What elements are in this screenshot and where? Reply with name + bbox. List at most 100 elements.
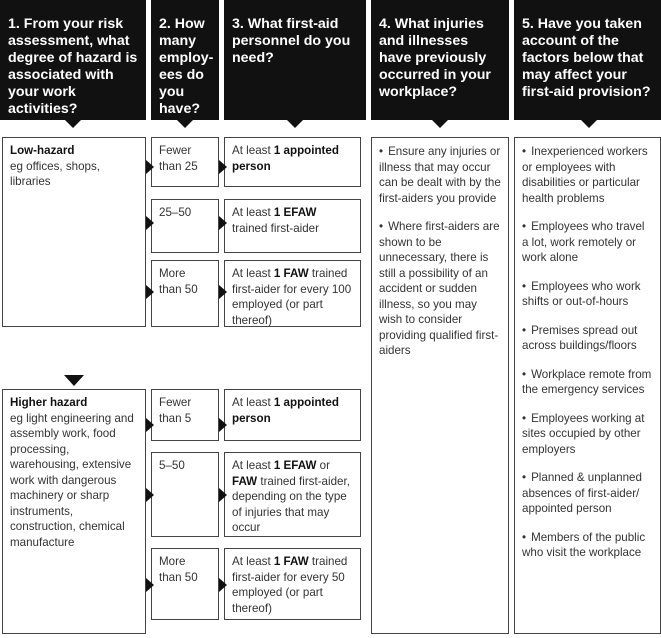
injury-item: •Where first-aiders are shown to be unne…: [379, 219, 501, 359]
low-hazard-desc: eg offices, shops, libraries: [10, 159, 101, 189]
factors-box: •Inexperienced workers or employees with…: [514, 137, 661, 634]
personnel-bold: FAW: [232, 474, 258, 488]
injury-text: Where first-aiders are shown to be unnec…: [379, 220, 500, 357]
employees-text: 25–50: [159, 206, 192, 219]
personnel-text: trained first-aider for every 50 employe…: [232, 555, 348, 615]
factor-item: •Employees who travel a lot, work remote…: [522, 219, 653, 266]
personnel-text: At least: [232, 555, 274, 568]
factor-item: •Employees working at sites occupied by …: [522, 411, 653, 458]
bullet-icon: •: [522, 323, 527, 337]
header-hazard-arrow: [65, 120, 81, 128]
header-employees-arrow: [177, 120, 193, 128]
personnel-high-1: At least 1 EFAW or FAW trained first-aid…: [224, 452, 361, 537]
personnel-bold: 1 EFAW: [273, 459, 317, 472]
factor-text: Planned & unplanned absences of first-ai…: [522, 471, 642, 515]
injury-item: •Ensure any injuries or illness that may…: [379, 144, 501, 206]
employees-text: Fewer than 25: [159, 144, 198, 173]
header-personnel-text: 3. What first-aid personnel do you need?: [232, 16, 351, 66]
employees-text: More than 50: [159, 267, 198, 296]
header-hazard-text: 1. From your risk assessment, what degre…: [8, 16, 138, 117]
header-injuries-arrow: [432, 120, 448, 128]
personnel-high-0: At least 1 appointed person: [224, 389, 361, 441]
arrow-hazard-high-0: [146, 418, 154, 432]
low-hazard-box: Low-hazard eg offices, shops, libraries: [2, 137, 146, 327]
header-employees-text: 2. How many employ-ees do you have?: [159, 16, 214, 117]
bullet-icon: •: [522, 471, 527, 484]
header-factors-text: 5. Have you taken account of the factors…: [522, 16, 651, 100]
injuries-box: •Ensure any injuries or illness that may…: [371, 137, 509, 634]
factor-text: Employees working at sites occupied by o…: [522, 411, 645, 456]
employees-high-1: 5–50: [151, 452, 219, 537]
higher-hazard-title: Higher hazard: [10, 396, 88, 409]
higher-hazard-desc: eg light engineering and assembly work, …: [10, 411, 134, 549]
personnel-low-1: At least 1 EFAW trained first-aider: [224, 199, 361, 253]
header-personnel-arrow: [287, 120, 303, 128]
header-personnel: 3. What first-aid personnel do you need?: [224, 0, 366, 120]
arrow-hazard-low-0: [146, 160, 154, 174]
factor-item: •Employees who work shifts or out-of-hou…: [522, 279, 653, 310]
employees-high-2: More than 50: [151, 548, 219, 620]
header-injuries-text: 4. What injuries and illnesses have prev…: [379, 16, 491, 100]
arrow-employees-high-1: [219, 488, 227, 502]
personnel-text: At least: [232, 144, 274, 157]
personnel-text: At least: [232, 396, 274, 409]
bullet-icon: •: [522, 220, 527, 233]
factor-text: Employees who work shifts or out-of-hour…: [522, 279, 641, 309]
factor-item: •Workplace remote from the emergency ser…: [522, 367, 653, 398]
header-factors-arrow: [581, 120, 597, 128]
employees-low-0: Fewer than 25: [151, 137, 219, 187]
personnel-bold: 1 FAW: [273, 555, 309, 568]
factor-item: •Inexperienced workers or employees with…: [522, 144, 653, 206]
hazard-down-arrow: [64, 375, 84, 386]
personnel-text: or: [316, 459, 330, 472]
arrow-employees-low-2: [219, 285, 227, 299]
employees-high-0: Fewer than 5: [151, 389, 219, 441]
personnel-high-2: At least 1 FAW trained first-aider for e…: [224, 548, 361, 620]
personnel-text: trained first-aider: [232, 221, 319, 235]
bullet-icon: •: [522, 530, 527, 544]
employees-text: Fewer than 5: [159, 396, 192, 425]
arrow-hazard-high-1: [146, 488, 154, 502]
arrow-hazard-low-1: [146, 216, 154, 230]
factor-text: Inexperienced workers or employees with …: [522, 145, 648, 205]
header-hazard: 1. From your risk assessment, what degre…: [0, 0, 146, 120]
arrow-employees-high-0: [219, 418, 227, 432]
personnel-low-2: At least 1 FAW trained first-aider for e…: [224, 260, 361, 327]
factor-item: •Planned & unplanned absences of first-a…: [522, 470, 653, 517]
personnel-text: At least: [232, 206, 274, 219]
employees-low-2: More than 50: [151, 260, 219, 327]
header-injuries: 4. What injuries and illnesses have prev…: [371, 0, 509, 120]
personnel-bold: 1 appointed person: [232, 144, 339, 173]
arrow-employees-high-2: [219, 578, 227, 592]
arrow-employees-low-0: [219, 160, 227, 174]
employees-text: 5–50: [159, 459, 185, 472]
bullet-icon: •: [522, 279, 527, 293]
employees-text: More than 50: [159, 555, 198, 584]
personnel-bold: 1 EFAW: [273, 206, 317, 219]
personnel-bold: 1 FAW: [273, 267, 309, 280]
personnel-text: At least: [232, 459, 274, 472]
employees-low-1: 25–50: [151, 199, 219, 253]
low-hazard-title: Low-hazard: [10, 144, 75, 157]
bullet-icon: •: [379, 145, 384, 158]
header-factors: 5. Have you taken account of the factors…: [514, 0, 661, 120]
arrow-hazard-high-2: [146, 578, 154, 592]
factor-item: •Premises spread out across buildings/fl…: [522, 323, 653, 354]
injury-text: Ensure any injuries or illness that may …: [379, 145, 501, 205]
header-employees: 2. How many employ-ees do you have?: [151, 0, 219, 120]
personnel-bold: 1 appointed person: [232, 396, 339, 425]
higher-hazard-box: Higher hazard eg light engineering and a…: [2, 389, 146, 634]
arrow-hazard-low-2: [146, 285, 154, 299]
factor-text: Workplace remote from the emergency serv…: [522, 367, 652, 397]
personnel-text: At least: [232, 267, 274, 280]
factor-text: Employees who travel a lot, work remotel…: [522, 220, 645, 264]
bullet-icon: •: [522, 367, 527, 381]
personnel-text: trained first-aider for every 100 employ…: [232, 267, 352, 327]
factor-item: •Members of the public who visit the wor…: [522, 530, 653, 561]
bullet-icon: •: [379, 220, 384, 233]
factor-text: Members of the public who visit the work…: [522, 530, 646, 560]
bullet-icon: •: [522, 145, 527, 158]
arrow-employees-low-1: [219, 216, 227, 230]
personnel-low-0: At least 1 appointed person: [224, 137, 361, 187]
factor-text: Premises spread out across buildings/flo…: [522, 323, 638, 353]
